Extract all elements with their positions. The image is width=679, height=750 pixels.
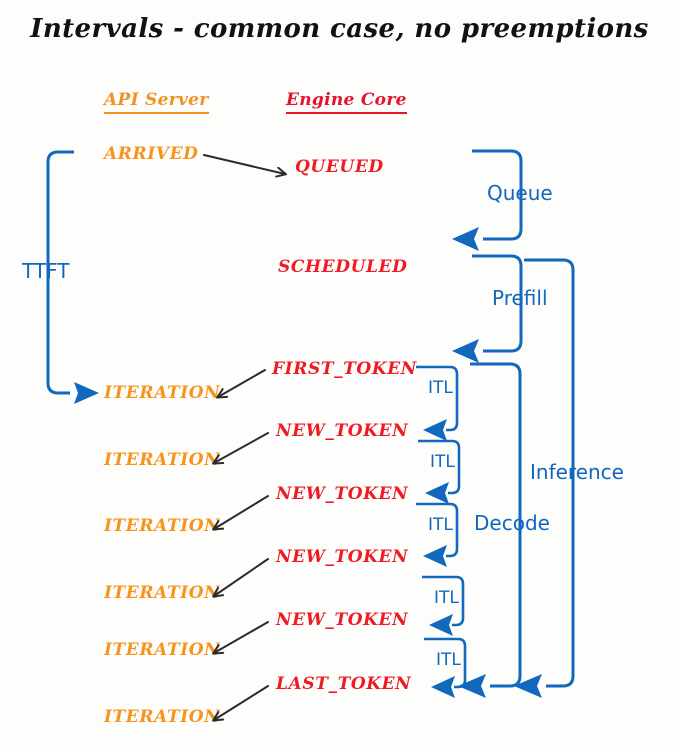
state-queued: QUEUED [295,157,384,177]
state-first-token: FIRST_TOKEN [272,359,417,379]
state-new-token: NEW_TOKEN [276,421,409,441]
interval-label-decode: Decode [474,511,550,535]
arrow-new-token-to-iteration [214,621,269,653]
column-header-engine-core: Engine Core [286,90,407,114]
state-new-token: NEW_TOKEN [276,547,409,567]
state-iteration: ITERATION [104,516,221,536]
state-new-token: NEW_TOKEN [276,610,409,630]
state-iteration: ITERATION [104,450,221,470]
arrow-arrived-to-queued [203,154,285,174]
arrow-new-token-to-iteration [214,495,269,529]
state-iteration: ITERATION [104,640,221,660]
arrow-new-token-to-iteration [214,558,269,596]
interval-label-prefill: Prefill [492,286,548,310]
arrow-first-token-to-iteration [218,369,266,397]
state-scheduled: SCHEDULED [278,257,408,277]
bracket-itl [418,439,461,504]
interval-label-itl: ITL [428,515,453,535]
arrow-new-token-to-iteration [214,432,269,463]
state-iteration: ITERATION [104,707,221,727]
page-title: Intervals - common case, no preemptions [30,14,649,44]
interval-label-itl: ITL [434,588,459,608]
interval-label-queue: Queue [487,181,553,205]
state-last-token: LAST_TOKEN [276,674,412,694]
interval-label-ttft: TTFT [22,259,70,283]
interval-label-itl: ITL [436,650,461,670]
column-header-api-server: API Server [104,90,209,114]
state-iteration: ITERATION [104,583,221,603]
interval-label-itl: ITL [430,452,455,472]
state-arrived: ARRIVED [104,144,199,164]
arrow-last-token-to-iteration [214,685,269,720]
interval-label-inference: Inference [530,460,624,484]
interval-label-itl: ITL [428,378,453,398]
bracket-itl [416,502,459,567]
state-iteration: ITERATION [104,383,221,403]
state-new-token: NEW_TOKEN [276,484,409,504]
